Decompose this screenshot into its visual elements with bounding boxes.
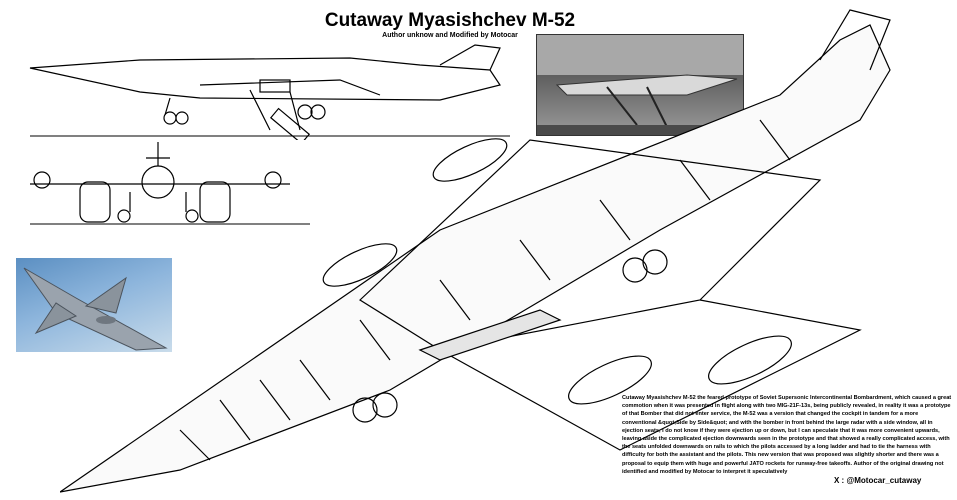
front-view-drawing [30,142,310,225]
factory-photo [536,34,744,136]
author-credit: X : @Motocar_cutaway [834,476,922,485]
model-photo [16,258,172,352]
main-cutaway-drawing [60,9,891,493]
page-subtitle: Author unknow and Modified by Motocar [382,32,518,39]
side-view-drawing [29,44,510,140]
description-text: Cutaway Myasishchev M-52 the feared prot… [622,395,952,475]
page-title: Cutaway Myasishchev M-52 [324,10,576,31]
